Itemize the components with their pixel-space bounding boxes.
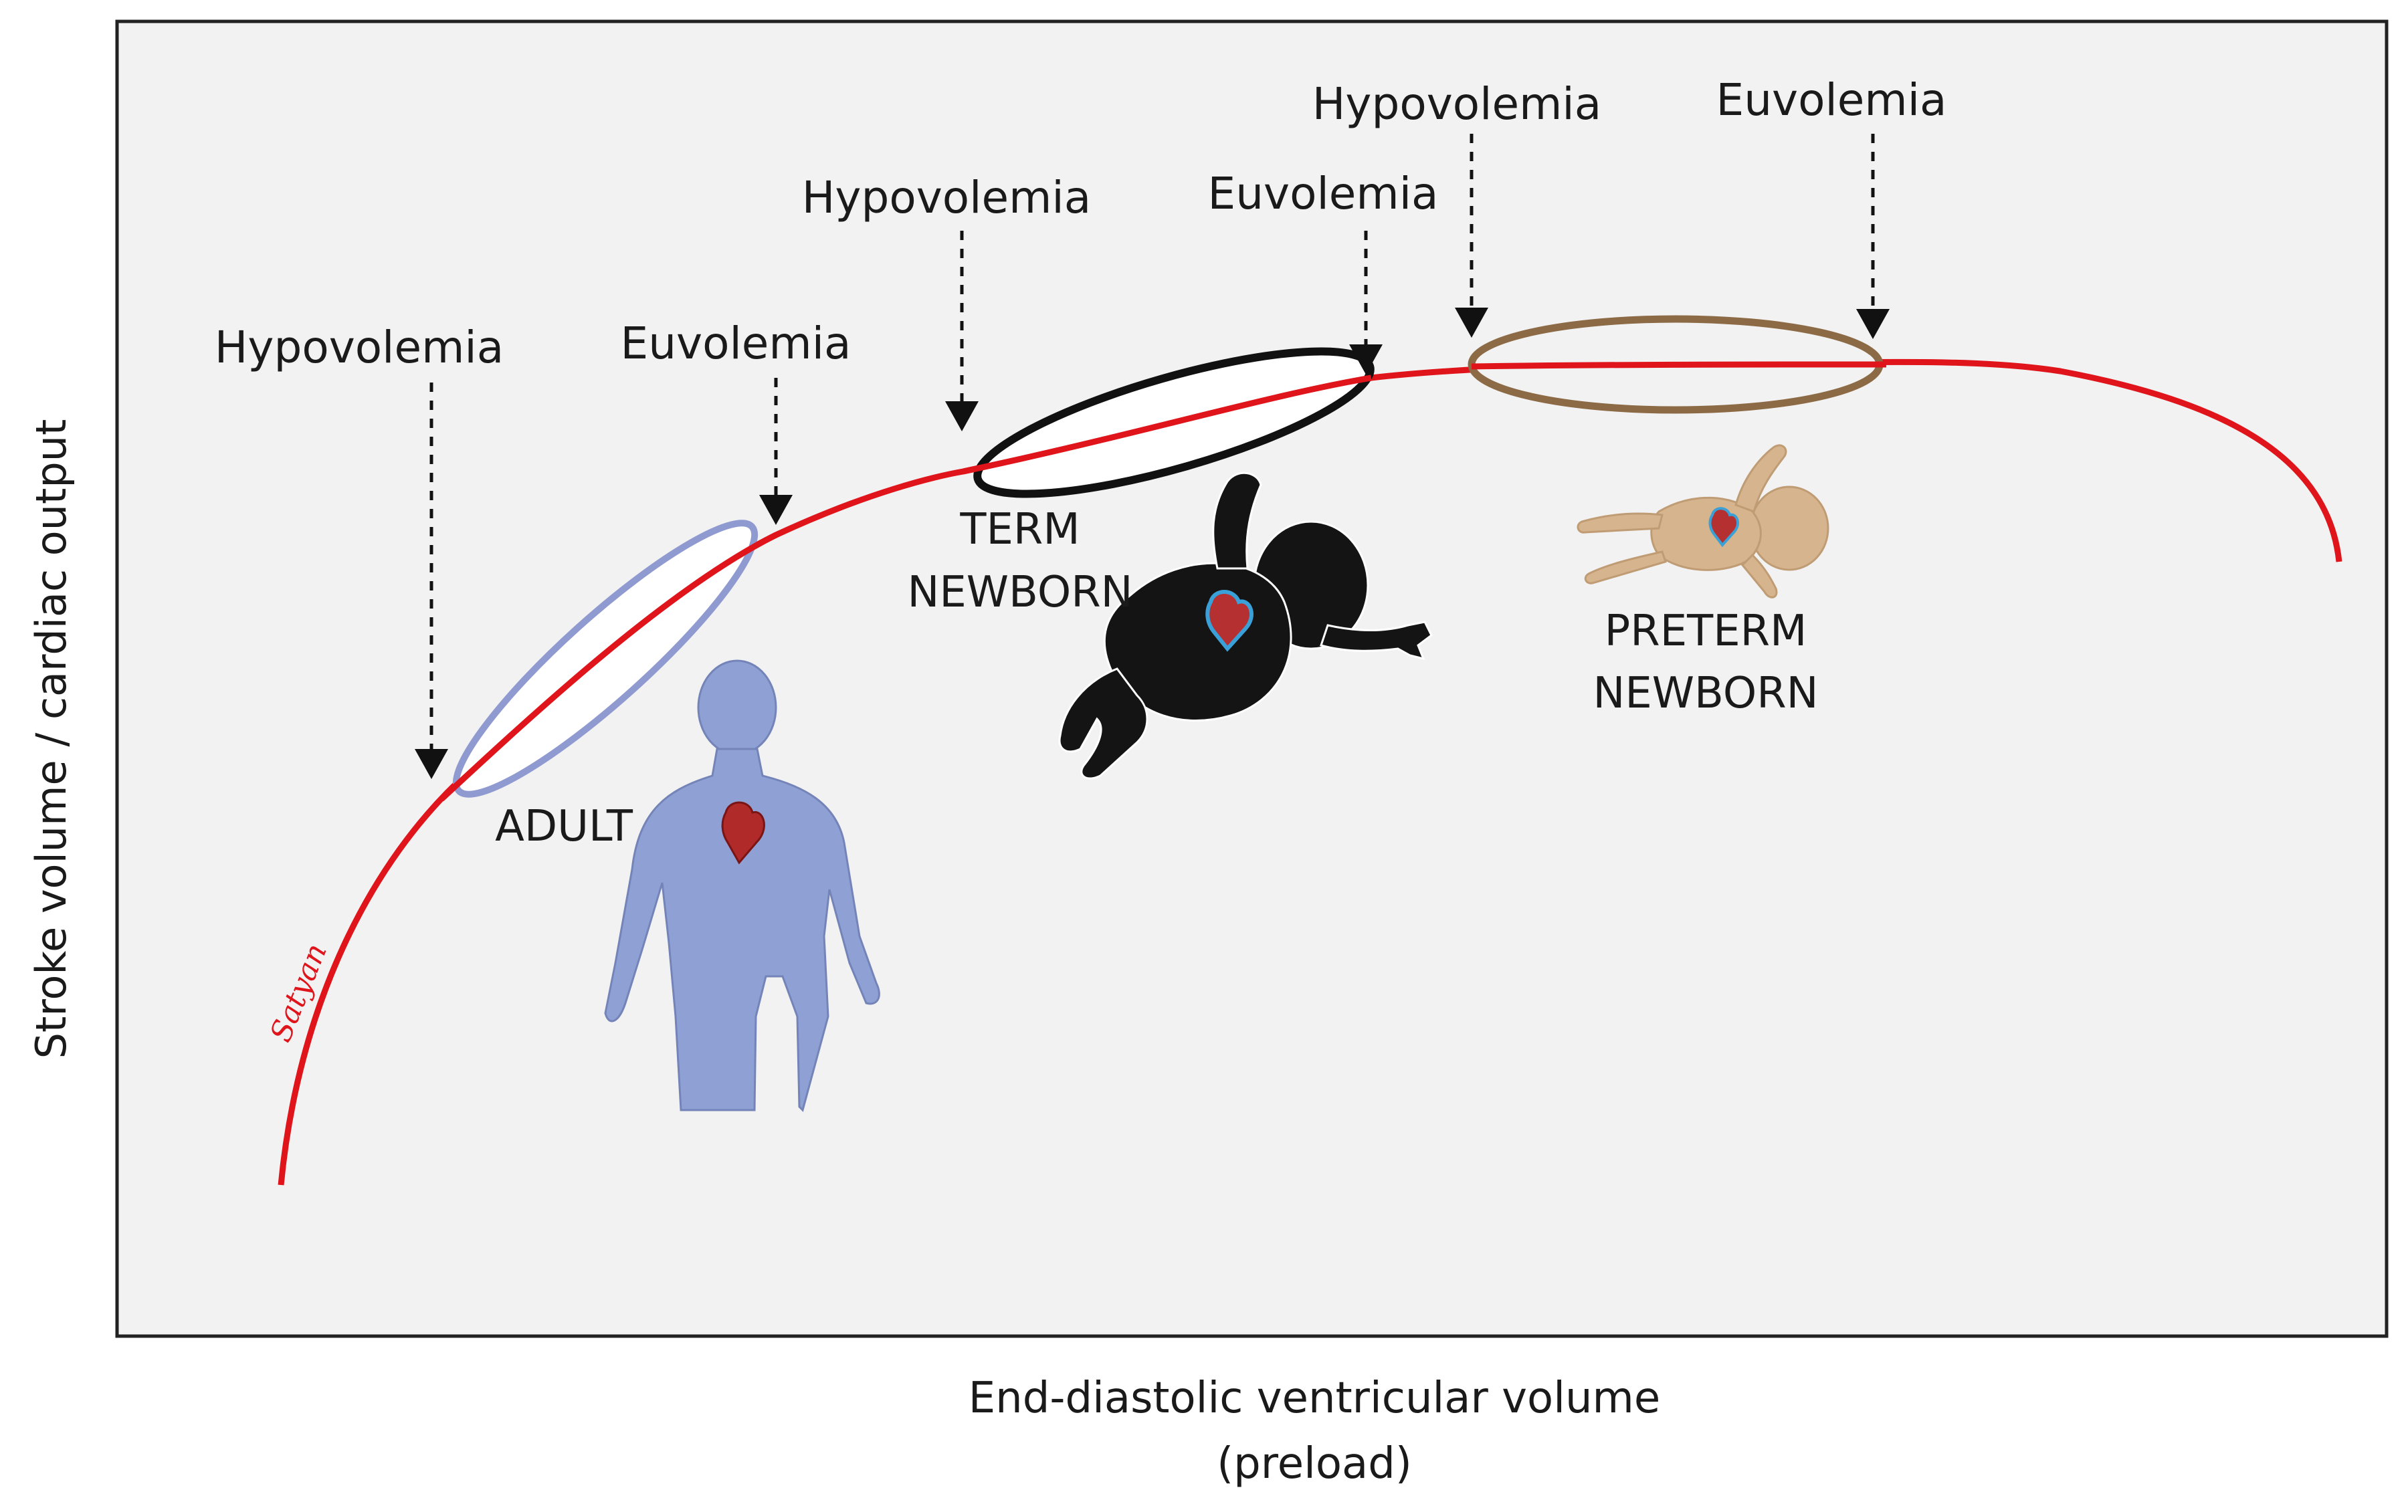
- preterm-newborn-legs: [1577, 512, 1667, 584]
- term-hypovolemia-arrowhead: [945, 401, 979, 431]
- term-hypovolemia-label: Hypovolemia: [802, 172, 1091, 223]
- adult-label: ADULT: [495, 802, 633, 851]
- starling-curve-overlay: [439, 532, 778, 802]
- adult-head: [697, 659, 777, 756]
- preterm-hypovolemia-arrowhead: [1455, 308, 1488, 338]
- starling-curve-overlay-term: [963, 374, 1372, 475]
- term-newborn-heart-icon: [1205, 590, 1253, 652]
- x-axis-sublabel: (preload): [1217, 1439, 1412, 1489]
- term-newborn-legs: [1058, 667, 1148, 780]
- adult-euvolemia-label: Euvolemia: [621, 318, 851, 369]
- adult-hypovolemia-arrowhead: [415, 749, 448, 779]
- term-newborn-figure: [1058, 471, 1433, 780]
- term-newborn-hand: [1320, 621, 1433, 661]
- x-axis-label: End-diastolic ventricular volume: [969, 1374, 1661, 1423]
- term-euvolemia-label: Euvolemia: [1208, 168, 1439, 219]
- preterm-newborn-head: [1749, 485, 1829, 571]
- term-newborn-arm: [1212, 471, 1262, 570]
- adult-figure: [604, 659, 880, 1112]
- preterm-newborn-arm: [1734, 444, 1787, 513]
- preterm-newborn-label-line2: NEWBORN: [1593, 669, 1818, 718]
- starling-curve-overlay-preterm: [1471, 361, 1887, 370]
- preterm-newborn-figure: [1577, 444, 1829, 599]
- y-axis-label: Stroke volume / cardiac output: [27, 419, 76, 1059]
- preterm-newborn-lower-arm: [1740, 553, 1778, 599]
- preterm-euvolemia-label: Euvolemia: [1716, 74, 1947, 126]
- adult-euvolemia-arrowhead: [759, 495, 793, 525]
- term-newborn-label-line1: TERM: [959, 505, 1080, 554]
- preterm-newborn-label-line1: PRETERM: [1605, 607, 1807, 656]
- term-euvolemia-arrowhead: [1349, 344, 1383, 374]
- adult-range-ring: [452, 520, 759, 798]
- term-newborn-label-line2: NEWBORN: [907, 568, 1132, 617]
- adult-heart-icon: [721, 801, 765, 865]
- preterm-newborn-heart-icon: [1708, 507, 1740, 548]
- adult-hypovolemia-label: Hypovolemia: [215, 322, 504, 373]
- preterm-euvolemia-arrowhead: [1856, 309, 1890, 339]
- preterm-hypovolemia-label: Hypovolemia: [1312, 78, 1601, 130]
- adult-body: [604, 748, 880, 1112]
